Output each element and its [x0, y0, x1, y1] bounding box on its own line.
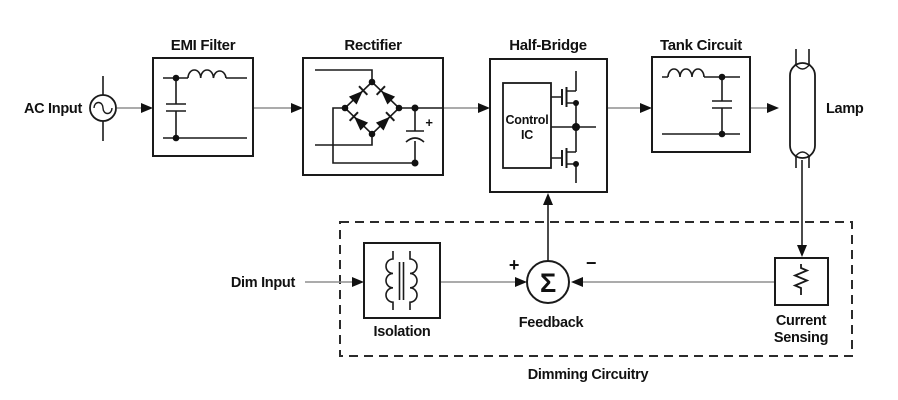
rectifier-title: Rectifier — [344, 37, 402, 54]
capacitor-icon — [166, 78, 186, 138]
dim-input-label: Dim Input — [231, 275, 296, 291]
rectifier-block — [302, 57, 444, 176]
diode-icon — [348, 85, 369, 105]
emi-filter-title: EMI Filter — [171, 37, 236, 54]
arrow-feedback-to-halfbridge — [543, 193, 553, 205]
sum-minus-sign: − — [586, 253, 596, 273]
feedback-label: Feedback — [519, 315, 585, 331]
current-sensing-title-line2: Sensing — [774, 330, 828, 346]
current-sensing-title-line1: Current — [776, 313, 827, 329]
arrow-lamp-to-sensing — [797, 245, 807, 257]
isolation-title: Isolation — [374, 324, 431, 340]
lamp-symbol — [789, 49, 816, 168]
resistor-icon — [792, 264, 810, 295]
arrow-sensing-to-feedback — [571, 277, 583, 287]
tank-circuit-title: Tank Circuit — [660, 37, 742, 54]
control-ic-label-line1: Control — [505, 113, 548, 127]
inductor-icon — [187, 69, 227, 79]
arrowheads — [141, 103, 807, 287]
arrow-dim-to-isolation — [352, 277, 364, 287]
transformer-icon — [385, 251, 418, 310]
half-bridge-block — [489, 58, 608, 193]
sigma-symbol: Σ — [540, 268, 556, 298]
diode-icon — [375, 111, 396, 131]
arrow-isolation-to-feedback — [515, 277, 527, 287]
rectifier-cap-plus-sign: + — [425, 115, 433, 130]
bulk-capacitor-icon — [405, 108, 425, 163]
emi-filter-block — [152, 57, 254, 157]
ac-input-label: AC Input — [24, 101, 82, 117]
control-ic-box — [502, 82, 552, 169]
lamp-label: Lamp — [826, 101, 864, 117]
sine-wave-icon — [93, 101, 113, 115]
diode-icon — [348, 111, 369, 131]
ac-source-symbol — [89, 76, 117, 141]
diode-icon — [375, 85, 396, 105]
mosfet-bottom-icon — [561, 127, 579, 183]
inductor-icon — [667, 68, 705, 78]
half-bridge-title: Half-Bridge — [509, 37, 587, 54]
arrow-emi-to-rectifier — [291, 103, 303, 113]
control-ic-label-line2: IC — [521, 128, 533, 142]
capacitor-icon — [712, 77, 732, 134]
arrow-ac-to-emi — [141, 103, 153, 113]
feedback-summing-junction: Σ — [526, 260, 570, 304]
arrow-tank-to-lamp — [767, 103, 779, 113]
current-sensing-block — [774, 257, 829, 306]
dimming-circuitry-boundary — [339, 221, 853, 357]
arrow-rectifier-to-halfbridge — [478, 103, 490, 113]
arrow-halfbridge-to-tank — [640, 103, 652, 113]
dimming-circuitry-label: Dimming Circuitry — [528, 367, 649, 383]
sum-plus-sign: + — [509, 255, 519, 275]
connector-lines — [117, 107, 803, 283]
tank-circuit-block — [651, 56, 751, 153]
isolation-block — [363, 242, 441, 319]
mosfet-top-icon — [561, 71, 579, 127]
